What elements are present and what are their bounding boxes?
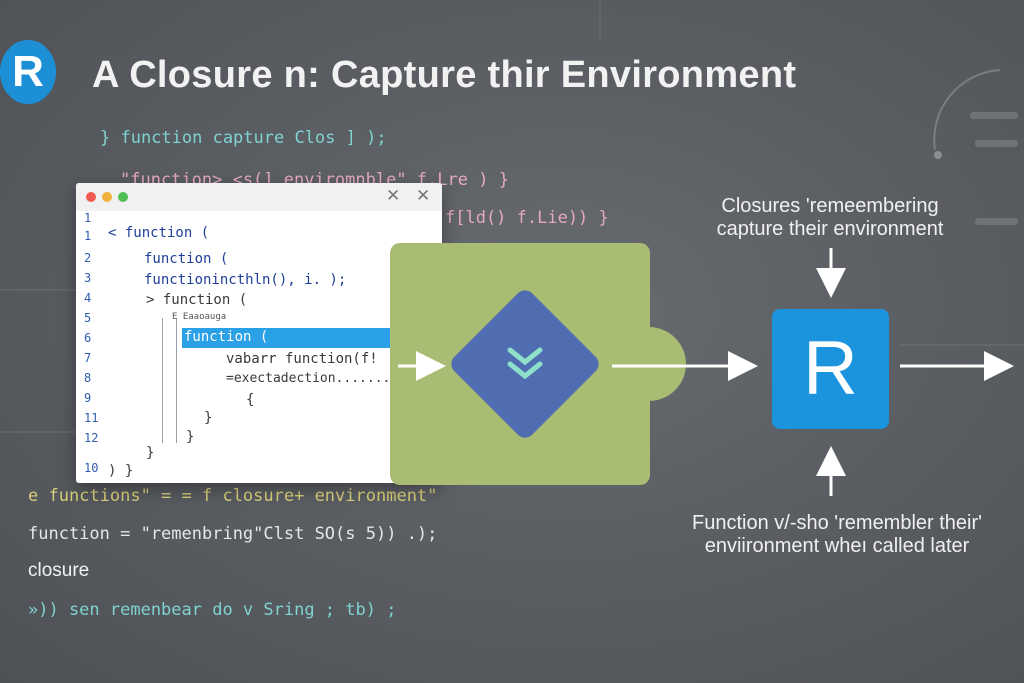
bg-code-line-remember: »)) sen remenbear do v Sring ; tb) ; xyxy=(28,600,397,620)
line-number: 10 xyxy=(84,461,99,475)
code-line: } xyxy=(204,410,213,426)
line-number: 8 xyxy=(84,371,92,385)
line-number: 4 xyxy=(84,291,92,305)
line-number: 12 xyxy=(84,431,99,445)
indent-guide xyxy=(162,318,163,443)
indent-guide xyxy=(176,318,177,443)
code-line: < function ( xyxy=(108,225,210,241)
close-dot[interactable] xyxy=(86,192,96,202)
code-line: E Eaaoauga xyxy=(172,312,227,322)
code-line: functionincthln(), i. ); xyxy=(144,272,347,288)
code-line: } xyxy=(146,445,155,461)
code-line: { xyxy=(246,392,255,408)
page-title: A Closure n: Capture thir Environment xyxy=(92,54,797,96)
code-line: ) } xyxy=(108,463,134,479)
line-number: 1 xyxy=(84,229,92,243)
code-line: vabarr function(f! xyxy=(226,351,378,367)
bg-code-line-top1: } function capture Clos ] ); xyxy=(100,128,387,148)
bg-code-line-function: function = "remenbring"Clst SO(s 5)) .); xyxy=(28,524,438,544)
caption-top: Closures 'remeembering capture their env… xyxy=(690,195,970,241)
window-titlebar[interactable]: ✕ ✕ xyxy=(76,183,442,211)
line-number: 9 xyxy=(84,391,92,405)
caption-top-line1: Closures 'remeembering xyxy=(721,195,939,217)
line-number: 5 xyxy=(84,311,92,325)
line-number: 3 xyxy=(84,271,92,285)
minimize-dot[interactable] xyxy=(102,192,112,202)
code-line: } xyxy=(186,429,195,445)
caption-bottom-line2: enviironment wheı called later xyxy=(704,535,970,557)
caption-bottom: Function v/-sho 'remembler their' enviir… xyxy=(656,512,1018,558)
maximize-dot[interactable] xyxy=(118,192,128,202)
code-line: function ( xyxy=(144,251,229,267)
close-icon[interactable]: ✕ xyxy=(416,186,431,205)
closure-label: closure xyxy=(28,560,90,581)
code-line: =exectadection....... xyxy=(226,371,391,386)
selected-code-line[interactable] xyxy=(182,328,394,348)
line-number: 7 xyxy=(84,351,92,365)
logo-r-icon: R xyxy=(0,40,56,104)
line-number: 6 xyxy=(84,331,92,345)
bg-code-line-top3: f[ld() f.Lie)) } xyxy=(445,208,609,228)
caption-top-line2: capture their environment xyxy=(716,218,944,240)
bg-code-line-functions: e functions" = = f closure+ environment" xyxy=(28,486,438,506)
bg-code-text: f[ld() f.Lie)) } xyxy=(445,208,609,228)
close-icon[interactable]: ✕ xyxy=(386,186,401,205)
line-number: 1 xyxy=(84,211,92,225)
r-logo-box: R xyxy=(772,309,889,429)
line-number: 2 xyxy=(84,251,92,265)
code-editor-window[interactable]: ✕ ✕ 1 1 2 3 4 5 6 7 8 9 11 12 10 < funct… xyxy=(76,183,442,483)
code-line: function ( xyxy=(184,329,269,345)
caption-bottom-line1: Function v/-sho 'remembler their' xyxy=(692,512,982,534)
line-number: 11 xyxy=(84,411,99,425)
double-chevron-down-icon xyxy=(507,347,543,380)
code-line: > function ( xyxy=(146,292,248,308)
